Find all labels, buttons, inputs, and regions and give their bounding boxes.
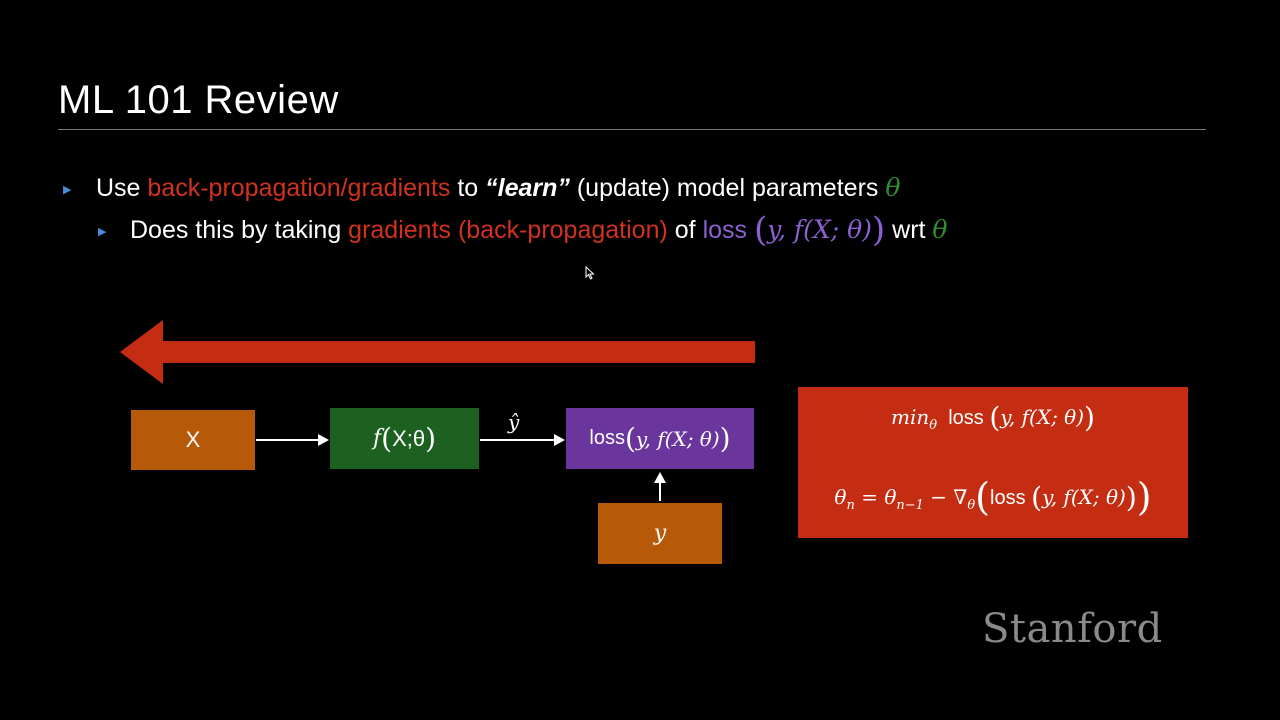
min-loss-args: y, f(X; θ) [1000, 405, 1085, 429]
loss-box: loss (y, f(X; θ)) [566, 408, 754, 469]
bullet-2-highlight: gradients (back-propagation) [348, 216, 668, 244]
update-lhs: θ [834, 485, 847, 509]
target-y-label: y [653, 521, 667, 546]
min-loss-word: loss [948, 407, 990, 429]
target-y-box: y [598, 503, 722, 564]
min-operator: min [891, 405, 930, 429]
update-loss-word: loss [990, 487, 1032, 509]
bullet-1-mid: to [450, 174, 486, 202]
update-lhs-sub: n [846, 498, 855, 513]
bullet-2-loss: loss (y, f(X; θ)) [702, 210, 886, 250]
bullet-2-theta: θ [932, 215, 948, 244]
update-mid-sub: n−1 [896, 498, 924, 513]
bullet-1-highlight: back-propagation/gradients [147, 174, 451, 202]
bullet-2-loss-word: loss [702, 216, 754, 244]
bullet-2: ▶ Does this by taking gradients (back-pro… [98, 210, 947, 250]
input-x-box: X [131, 410, 255, 470]
stanford-logo: Stanford [982, 606, 1163, 652]
formula-box: minθ loss (y, f(X; θ)) θn = θn−1 − ∇θ(lo… [798, 387, 1188, 538]
update-mid: = θ [854, 485, 897, 509]
model-f-args: X;θ [392, 425, 426, 451]
yhat-label: ŷ [508, 410, 520, 434]
input-x-label: X [185, 427, 201, 452]
update-grad: − ∇ [923, 485, 968, 509]
bullet-2-loss-args: y, f(X; θ) [767, 215, 872, 244]
update-loss-args: y, f(X; θ) [1042, 485, 1126, 509]
bullet-2-mid: of [667, 216, 703, 244]
model-f-name: f [372, 426, 382, 451]
flow-arrow-icon [654, 472, 666, 501]
mouse-cursor-icon [585, 266, 595, 280]
bullet-2-pre: Does this by taking [130, 216, 349, 244]
model-f-box: f(X;θ) [330, 408, 479, 469]
bullet-1: ▶ Use back-propagation/gradients to “lear… [63, 173, 900, 203]
loss-box-word: loss [589, 427, 625, 449]
bullet-2-post: wrt [885, 216, 933, 244]
flow-arrow-icon [256, 434, 329, 446]
bullet-1-pre: Use [96, 174, 148, 202]
bullet-1-post: (update) model parameters [569, 174, 886, 202]
title-divider [58, 129, 1206, 130]
flow-arrow-icon [480, 434, 565, 446]
bullet-1-emphasis: “learn” [485, 174, 570, 202]
bullet-1-theta: θ [885, 173, 901, 202]
min-subscript: θ [929, 418, 938, 433]
minimization-formula: minθ loss (y, f(X; θ)) [891, 401, 1095, 434]
backprop-arrow-icon [120, 320, 755, 384]
slide-title: ML 101 Review [58, 78, 339, 122]
update-rule-formula: θn = θn−1 − ∇θ(loss (y, f(X; θ))) [834, 475, 1152, 519]
update-grad-sub: θ [967, 498, 976, 513]
loss-box-args: y, f(X; θ) [635, 426, 720, 451]
bullet-arrow-icon: ▶ [98, 225, 107, 238]
bullet-arrow-icon: ▶ [63, 183, 72, 196]
